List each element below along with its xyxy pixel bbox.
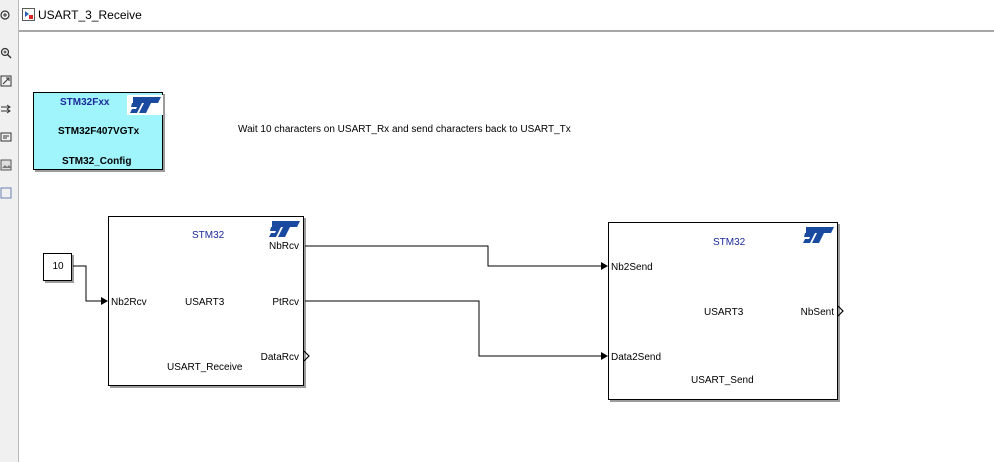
model-title[interactable]: USART_3_Receive xyxy=(38,8,142,22)
receive-output-port: NbRcv xyxy=(268,241,299,252)
model-annotation[interactable]: Wait 10 characters on USART_Rx and send … xyxy=(238,124,571,135)
send-peripheral-label: USART3 xyxy=(704,307,744,318)
send-input-port: Nb2Send xyxy=(611,262,653,273)
model-tab-bar: USART_3_Receive xyxy=(19,0,994,32)
receive-peripheral-label: USART3 xyxy=(185,297,225,308)
config-name-label: STM32_Config xyxy=(62,156,132,167)
send-header-label: STM32 xyxy=(713,237,746,248)
usart-receive-block[interactable]: STM32 Nb2Rcv USART3 NbRcv PtRcv DataRcv … xyxy=(108,216,304,386)
receive-name-label: USART_Receive xyxy=(167,362,243,373)
usart-send-block[interactable]: STM32 Nb2Send Data2Send USART3 NbSent US… xyxy=(608,222,838,400)
constant-block[interactable]: 10 xyxy=(43,253,72,281)
send-input-port: Data2Send xyxy=(611,352,662,363)
st-logo-icon xyxy=(803,227,834,243)
image-icon[interactable] xyxy=(0,158,12,171)
config-device-label: STM32F407VGTx xyxy=(58,126,140,137)
send-output-port: NbSent xyxy=(800,307,834,318)
area-icon[interactable] xyxy=(0,186,12,199)
receive-input-port: Nb2Rcv xyxy=(111,297,147,308)
send-name-label: USART_Send xyxy=(691,375,754,386)
st-logo-icon xyxy=(127,95,163,115)
annotation-icon[interactable] xyxy=(0,130,12,142)
receive-output-port: DataRcv xyxy=(260,352,299,363)
constant-value: 10 xyxy=(52,261,64,272)
zoom-in-icon[interactable] xyxy=(0,46,12,59)
left-toolbar xyxy=(0,0,19,462)
stm32-config-block[interactable]: STM32Fxx STM32F407VGTx STM32_Config xyxy=(33,92,163,170)
fit-view-icon[interactable] xyxy=(0,74,12,87)
config-family-label: STM32Fxx xyxy=(60,97,110,108)
st-logo-icon xyxy=(269,221,300,237)
navigate-icon[interactable] xyxy=(0,8,12,20)
receive-header-label: STM32 xyxy=(192,230,225,241)
arrows-icon[interactable] xyxy=(0,102,12,114)
model-icon xyxy=(22,8,35,21)
receive-output-port: PtRcv xyxy=(272,297,299,308)
